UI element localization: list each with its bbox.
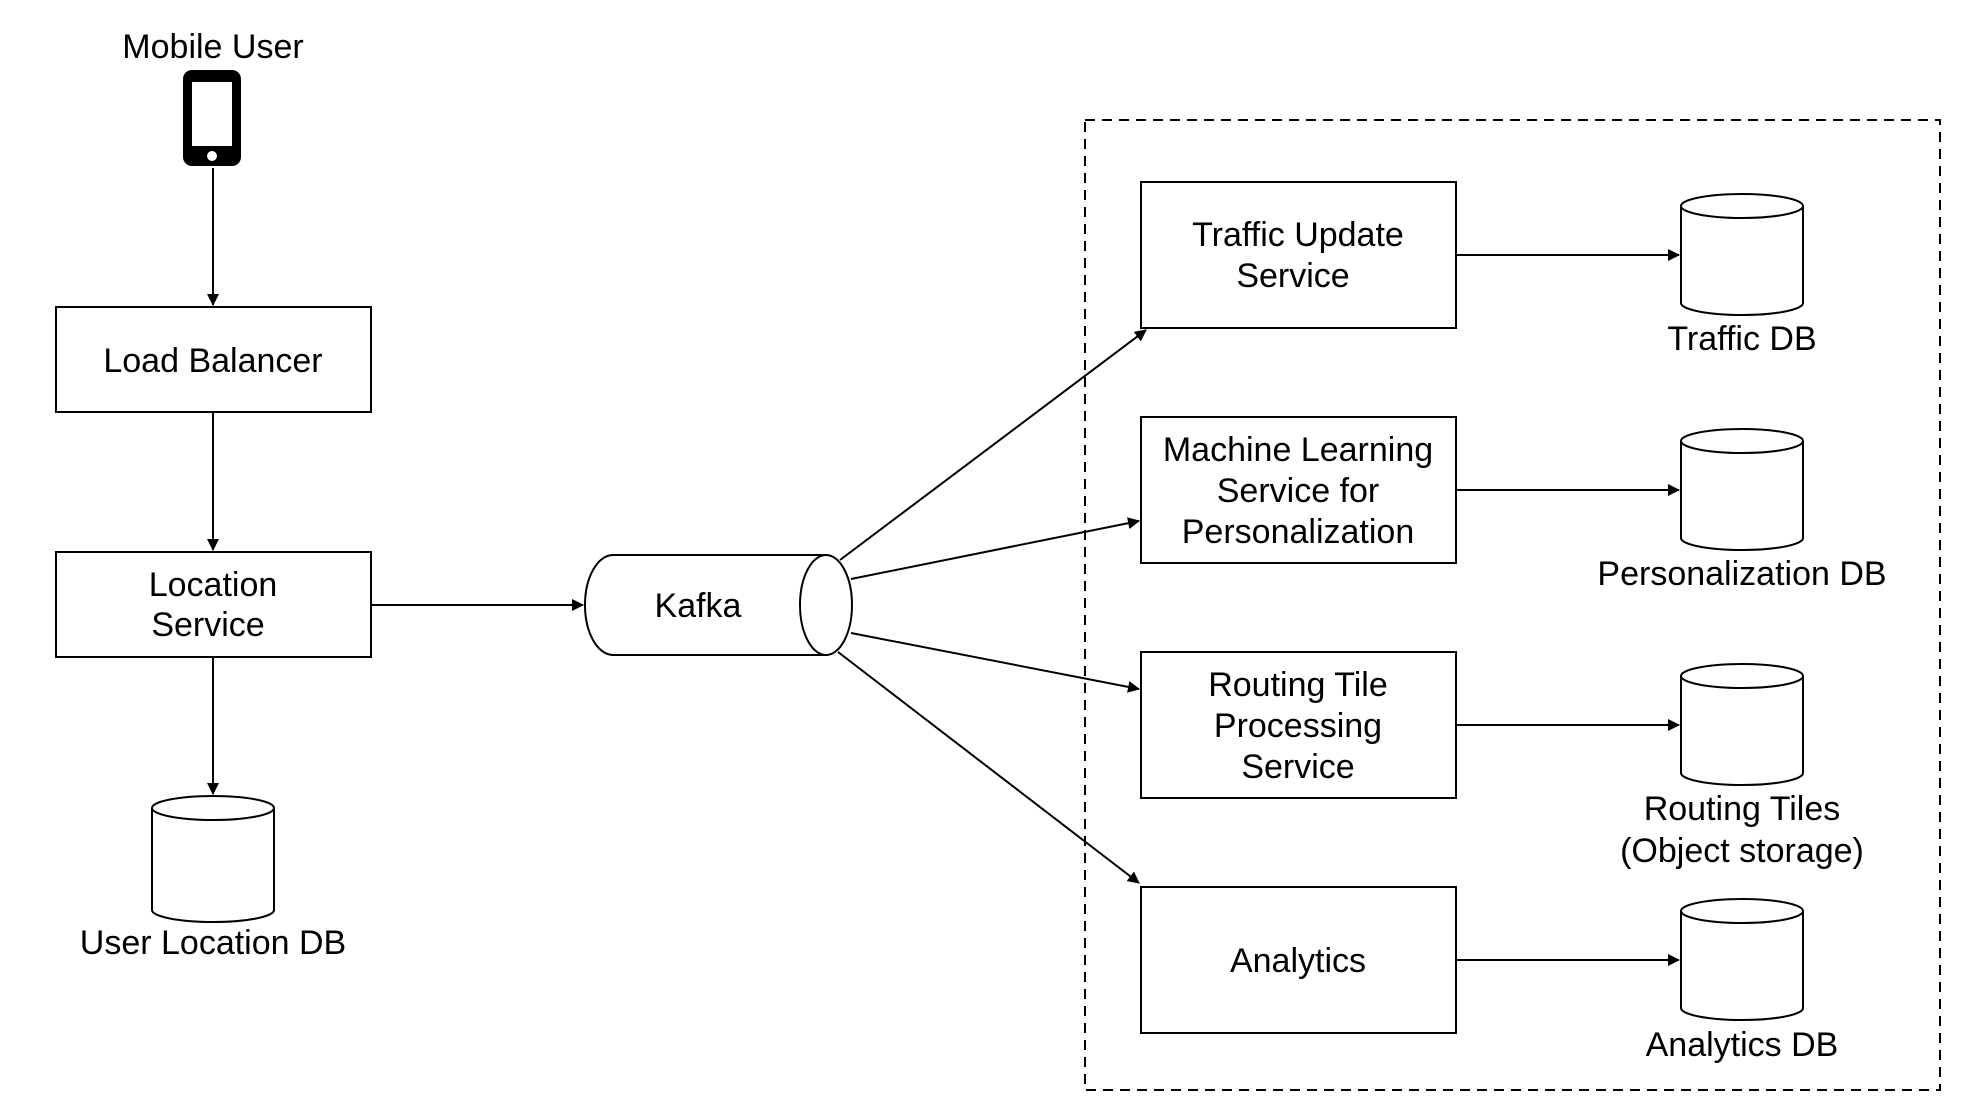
edge-kafka-to-analytics — [837, 651, 1140, 884]
personalization-db-label: Personalization DB — [1597, 555, 1886, 593]
routing-tile-service-label-3: Service — [1241, 748, 1354, 786]
traffic-update-service-label-2: Service — [1236, 257, 1349, 295]
user-location-db-label: User Location DB — [80, 924, 346, 962]
traffic-db-label: Traffic DB — [1667, 320, 1816, 358]
load-balancer-box — [55, 306, 372, 413]
personalization-db-cylinder — [1680, 428, 1804, 551]
traffic-update-service-box — [1140, 181, 1457, 329]
routing-tile-service-label-2: Processing — [1214, 707, 1382, 745]
ml-service-label-3: Personalization — [1182, 513, 1414, 551]
ml-service-box — [1140, 416, 1457, 564]
analytics-label: Analytics — [1230, 942, 1366, 980]
kafka-label: Kafka — [655, 587, 742, 625]
routing-tiles-storage-label-2: (Object storage) — [1620, 832, 1864, 870]
services-group-border — [1084, 119, 1941, 1091]
routing-tile-service-label-1: Routing Tile — [1208, 666, 1388, 704]
traffic-update-service-label-1: Traffic Update — [1192, 216, 1404, 254]
analytics-db-label: Analytics DB — [1646, 1026, 1839, 1064]
ml-service-label-2: Service for — [1217, 472, 1380, 510]
edge-kafka-to-routing — [850, 632, 1140, 693]
analytics-box — [1140, 886, 1457, 1034]
ml-service-label-1: Machine Learning — [1163, 431, 1433, 469]
location-service-label-1: Location — [149, 566, 278, 604]
mobile-phone-icon — [183, 70, 241, 166]
routing-tiles-storage-label-1: Routing Tiles — [1644, 790, 1841, 828]
user-location-db-cylinder — [151, 795, 275, 923]
routing-tiles-storage-cylinder — [1680, 663, 1804, 786]
location-service-label-2: Service — [151, 606, 264, 644]
analytics-db-cylinder — [1680, 898, 1804, 1021]
mobile-user-label: Mobile User — [122, 28, 303, 66]
edge-kafka-to-ml — [850, 517, 1140, 580]
traffic-db-cylinder — [1680, 193, 1804, 316]
load-balancer-label: Load Balancer — [103, 342, 322, 380]
edge-kafka-to-traffic — [839, 329, 1147, 561]
kafka-cylinder — [584, 554, 853, 656]
routing-tile-service-box — [1140, 651, 1457, 799]
